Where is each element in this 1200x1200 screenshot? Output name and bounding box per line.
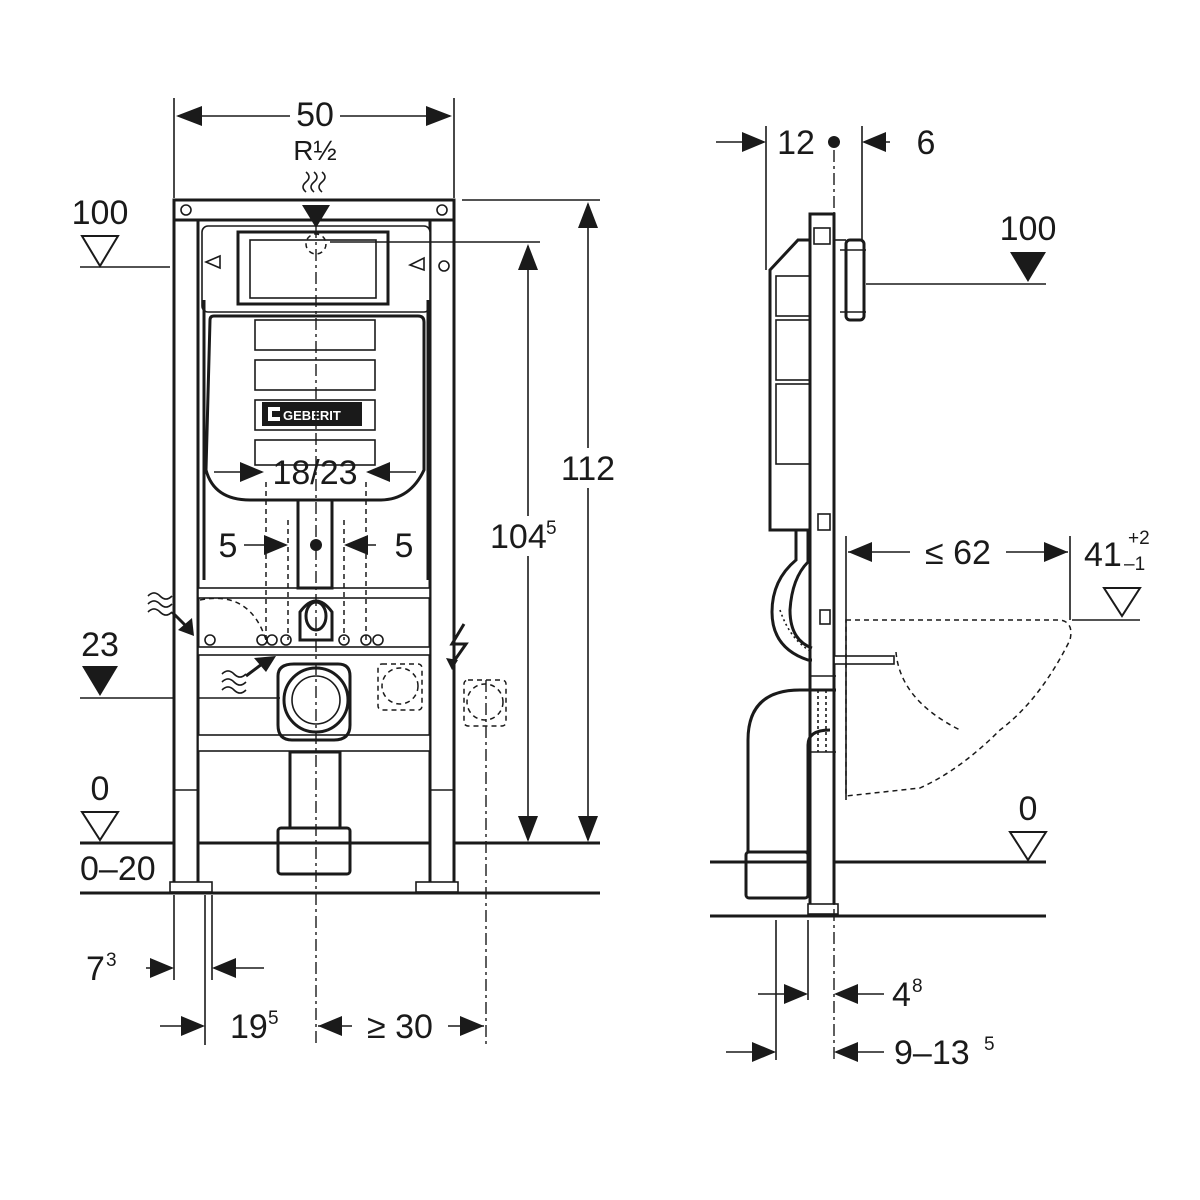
dim-wall-gap: 9–13 5 (726, 1034, 995, 1072)
offset-7-label: 7 (86, 950, 105, 988)
wc-bowl-inner (895, 651, 961, 731)
depth-6-label: 6 (917, 124, 936, 162)
side-waste-bend (744, 675, 836, 900)
dim-side-gaps: 5 5 (219, 527, 414, 565)
level-marker-23: 23 (81, 626, 119, 696)
seat-tol-plus: +2 (1128, 528, 1150, 549)
electrical-icon (446, 623, 469, 670)
side-cistern (768, 238, 866, 532)
electrical-boxes (377, 663, 507, 727)
dim-base-depth: 4 8 (758, 976, 923, 1014)
dim-flush-spacing: 18/23 (214, 454, 416, 492)
dim-seat-height: 41 +2 –1 (1084, 528, 1150, 618)
projection-62-label: ≤ 62 (925, 534, 991, 572)
spacing-18-23-label: 18/23 (272, 454, 357, 492)
dim-foot-offset: 7 3 (86, 950, 264, 988)
side-level-100-label: 100 (1000, 210, 1057, 248)
front-view: GEBERIT (72, 96, 620, 1046)
wallgap-label: 9–13 (894, 1034, 970, 1072)
water-supply-icon (302, 171, 330, 228)
connection-points (204, 599, 384, 646)
geberit-logo: GEBERIT (262, 402, 362, 426)
base-4-sup: 8 (912, 976, 923, 997)
dim-tank-height: 104 5 (488, 244, 570, 842)
dim-frame-width: 50 R½ (176, 96, 452, 166)
side-level-marker-100: 100 (1000, 210, 1057, 282)
dim-total-height: 112 (560, 202, 620, 842)
side-flush-bend (770, 530, 813, 662)
side-view: 12 6 100 ≤ 62 41 +2 –1 0 (710, 124, 1150, 1072)
height-104-sup: 5 (546, 518, 557, 539)
level-23-label: 23 (81, 626, 119, 664)
level-marker-0: 0 (80, 770, 120, 842)
offset-30-label: ≥ 30 (367, 1008, 433, 1046)
side-reference-dot (828, 136, 840, 148)
dim-centre-offsets: 19 5 ≥ 30 (160, 1006, 484, 1046)
logo-text: GEBERIT (283, 408, 341, 423)
wallgap-sup: 5 (984, 1034, 995, 1055)
dim-bowl-projection: ≤ 62 (848, 532, 1068, 572)
offset-7-sup: 3 (106, 950, 117, 971)
supply-thread-label: R½ (293, 135, 337, 166)
base-4-label: 4 (892, 976, 911, 1014)
gap-right-label: 5 (395, 527, 414, 565)
height-104-label: 104 (490, 518, 547, 556)
level-100-label: 100 (72, 194, 129, 232)
offset-19-sup: 5 (268, 1008, 279, 1029)
floor-adjust-label: 0–20 (80, 850, 156, 888)
gap-left-label: 5 (219, 527, 238, 565)
seat-tol-minus: –1 (1124, 554, 1145, 575)
depth-12-label: 12 (777, 124, 815, 162)
dim-top-depth: 12 6 (716, 124, 935, 162)
offset-19-label: 19 (230, 1008, 268, 1046)
water-inlet-icon (147, 592, 194, 636)
level-0-label: 0 (91, 770, 110, 808)
side-level-0-label: 0 (1019, 790, 1038, 828)
side-frame (807, 212, 839, 915)
width-50-label: 50 (296, 96, 334, 134)
side-level-marker-0: 0 (1008, 790, 1048, 862)
side-fixing-bolt (833, 655, 895, 665)
level-marker-100: 100 (72, 194, 129, 268)
wc-bowl-outline (845, 619, 1072, 797)
seat-41-label: 41 (1084, 536, 1122, 574)
height-112-label: 112 (561, 450, 615, 488)
cistern (199, 225, 450, 641)
waste-water-icon (221, 656, 276, 694)
